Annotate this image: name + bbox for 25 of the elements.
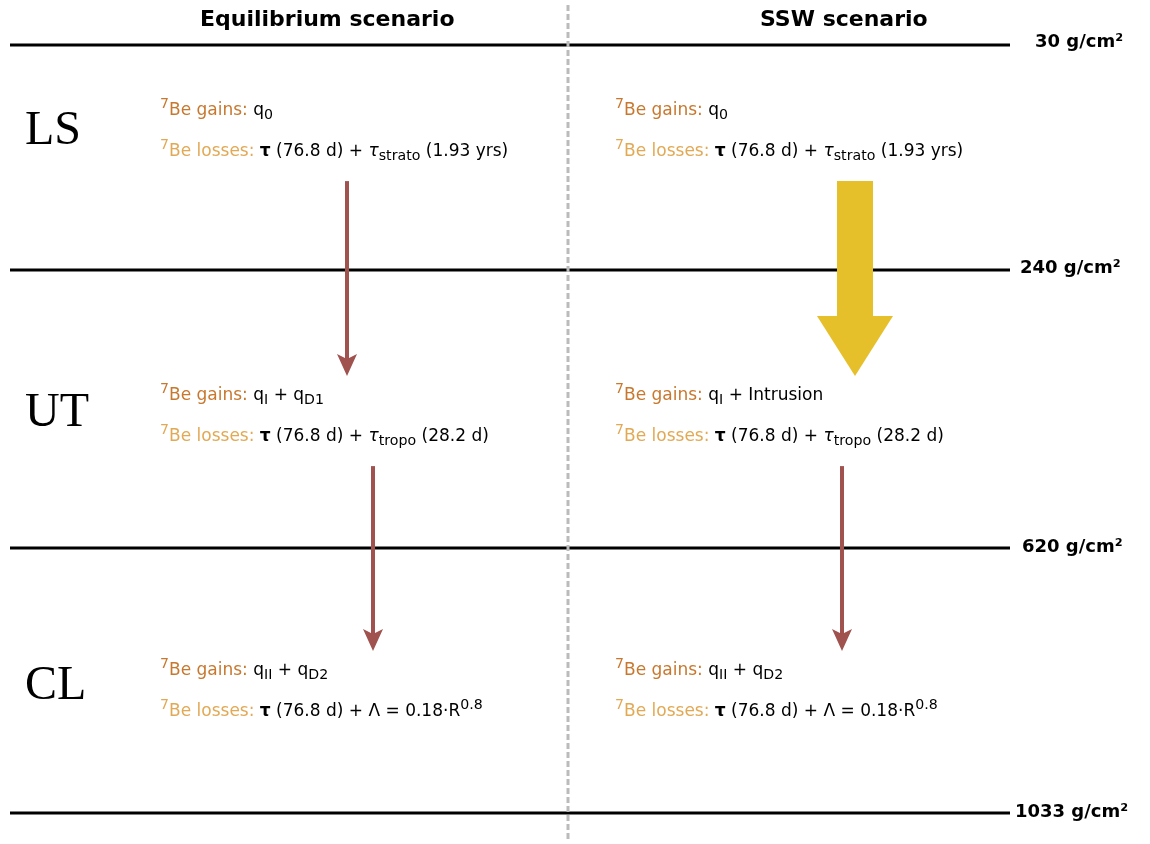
arrow <box>363 466 383 651</box>
column-heading: Equilibrium scenario <box>200 6 455 31</box>
losses-text: $^{7}$Be losses: τ (76.8 d) + τ$_{strato}$ (1.93 yrs) <box>160 136 510 164</box>
losses-text: $^{7}$Be losses: τ (76.8 d) + τ$_{tropo}$ (28.2 d) <box>615 421 945 449</box>
gains-text: $^{7}$Be gains: q$_{0}$ <box>160 95 275 123</box>
gains-text: $^{7}$Be gains: q$_{0}$ <box>615 95 730 123</box>
gains-text: $^{7}$Be gains: q$_{I}$ + Intrusion <box>615 380 825 408</box>
gains-text: $^{7}$Be gains: q$_{II}$ + q$_{D2}$ <box>160 655 330 683</box>
losses-text: $^{7}$Be losses: τ (76.8 d) + τ$_{strato}$ (1.93 yrs) <box>615 136 965 164</box>
layer-label: UT <box>25 382 89 437</box>
arrow <box>832 466 852 651</box>
losses-text: $^{7}$Be losses: τ (76.8 d) + Λ = 0.18·R$^{0.8}$ <box>160 696 484 720</box>
gains-text: $^{7}$Be gains: q$_{I}$ + q$_{D1}$ <box>160 380 325 408</box>
pressure-label: 1033 g/cm² <box>1015 800 1129 821</box>
layer-label: LS <box>25 100 81 155</box>
pressure-label: 620 g/cm² <box>1022 535 1123 556</box>
arrow <box>817 181 893 376</box>
losses-text: $^{7}$Be losses: τ (76.8 d) + τ$_{tropo}$ (28.2 d) <box>160 421 490 449</box>
gains-text: $^{7}$Be gains: q$_{II}$ + q$_{D2}$ <box>615 655 785 683</box>
column-heading: SSW scenario <box>760 6 928 31</box>
pressure-label: 240 g/cm² <box>1020 256 1121 277</box>
losses-text: $^{7}$Be losses: τ (76.8 d) + Λ = 0.18·R$^{0.8}$ <box>615 696 939 720</box>
arrow <box>337 181 357 376</box>
pressure-label: 30 g/cm² <box>1035 30 1124 51</box>
layer-label: CL <box>25 655 87 710</box>
